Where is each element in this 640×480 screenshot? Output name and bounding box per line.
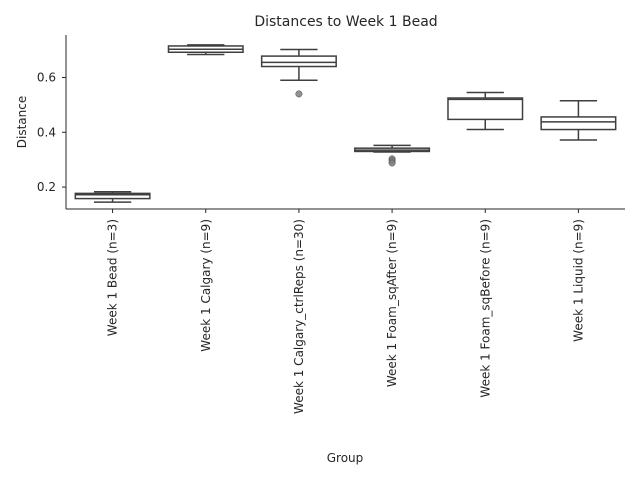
box-2 xyxy=(260,48,337,98)
box-iqr xyxy=(447,97,524,121)
box-5 xyxy=(540,100,617,141)
y-tick-label-2: 0.6 xyxy=(37,70,56,84)
y-tick-label-0: 0.2 xyxy=(37,180,56,194)
x-tick-label-0: Week 1 Bead (n=3) xyxy=(106,219,120,336)
outlier-point-2 xyxy=(388,159,396,167)
x-ticks: Week 1 Bead (n=3) Week 1 Calgary (n=9) Wee… xyxy=(106,209,585,414)
y-tick-label-1: 0.4 xyxy=(37,125,56,139)
box-1 xyxy=(167,44,244,56)
x-tick-label-1: Week 1 Calgary (n=9) xyxy=(199,219,213,352)
box-4 xyxy=(447,91,524,131)
x-tick-label-3: Week 1 Foam_sqAfter (n=9) xyxy=(385,219,399,387)
y-axis-label: Distance xyxy=(15,96,29,148)
x-axis-label: Group xyxy=(327,451,364,465)
x-tick-label-5: Week 1 Liquid (n=9) xyxy=(571,219,585,342)
chart-title: Distances to Week 1 Bead xyxy=(254,14,437,30)
box-iqr xyxy=(540,116,617,131)
box-iqr xyxy=(260,55,337,68)
outlier-point-0 xyxy=(295,90,303,98)
x-tick-label-4: Week 1 Foam_sqBefore (n=9) xyxy=(478,219,492,398)
box-0 xyxy=(74,190,151,203)
x-tick-label-2: Week 1 Calgary_ctrlReps (n=30) xyxy=(292,219,306,414)
y-ticks: 0.2 0.4 0.6 xyxy=(37,70,66,194)
box-3 xyxy=(354,144,431,167)
box-iqr xyxy=(74,192,151,200)
box-group xyxy=(74,44,617,203)
